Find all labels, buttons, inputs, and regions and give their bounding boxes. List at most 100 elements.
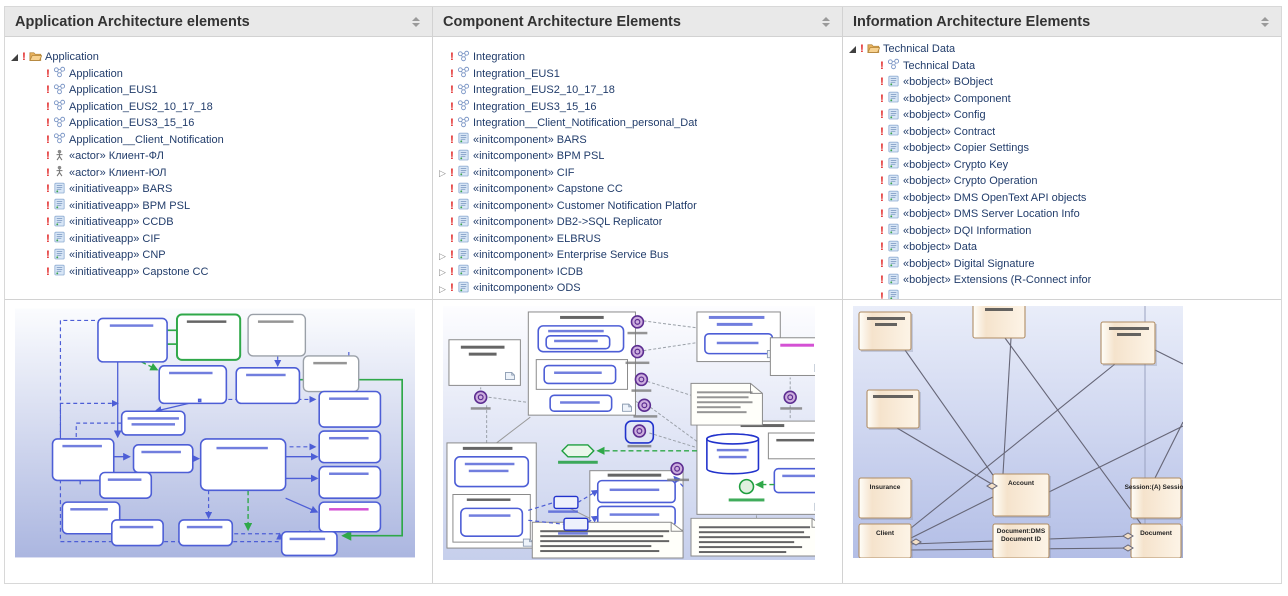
expander-icon[interactable] [437, 85, 448, 96]
expander-icon[interactable] [33, 167, 44, 178]
expander-icon[interactable] [437, 68, 448, 79]
tree-item[interactable]: ! Application_EUS1 [5, 82, 432, 99]
expander-icon[interactable] [437, 233, 448, 244]
expander-icon[interactable] [867, 77, 878, 88]
sort-icon[interactable] [412, 15, 422, 29]
tree-item[interactable]: ! «bobject» Config [843, 107, 1281, 124]
expander-icon[interactable]: ▷ [439, 168, 446, 179]
expander-icon[interactable] [33, 200, 44, 211]
tree-item[interactable]: ! «bobject» DQI Information [843, 223, 1281, 240]
expander-icon[interactable] [33, 233, 44, 244]
tree-item[interactable]: ! Integration__Client_Notification_perso… [433, 115, 842, 132]
tree-item[interactable]: ! «bobject» Copier Settings [843, 140, 1281, 157]
information-architecture-diagram-thumbnail[interactable]: Insurance Account Session:(A) Session Cl… [853, 306, 1183, 558]
sort-icon[interactable] [822, 15, 832, 29]
tree-item[interactable]: ! «initiativeapp» CIF [5, 231, 432, 248]
expander-icon[interactable] [33, 101, 44, 112]
tree-item[interactable]: ! «bobject» Data [843, 239, 1281, 256]
tree-item[interactable]: ! «initiativeapp» CNP [5, 247, 432, 264]
expander-icon[interactable] [867, 242, 878, 253]
expander-icon[interactable] [867, 225, 878, 236]
sort-icon[interactable] [1261, 15, 1271, 29]
expander-icon[interactable] [867, 209, 878, 220]
expander-icon[interactable] [867, 126, 878, 137]
tree-item[interactable]: ! Integration_EUS2_10_17_18 [433, 82, 842, 99]
expander-icon[interactable] [867, 291, 878, 299]
tree-item[interactable]: ▷ ! «initcomponent» CIF [433, 165, 842, 182]
tree-item[interactable]: ! «bobject» Digital Signature [843, 256, 1281, 273]
expander-icon[interactable] [437, 118, 448, 129]
tree-item[interactable]: ! «bobject» DMS Server Location Info [843, 206, 1281, 223]
expander-icon[interactable] [33, 250, 44, 261]
expander-icon[interactable] [867, 143, 878, 154]
application-architecture-diagram-thumbnail[interactable] [15, 306, 415, 560]
tree-item[interactable]: ! Application [5, 66, 432, 83]
expander-icon[interactable] [867, 60, 878, 71]
expander-icon[interactable] [437, 134, 448, 145]
tree-item[interactable]: ! «initiativeapp» CCDB [5, 214, 432, 231]
component-architecture-diagram-thumbnail[interactable] [443, 306, 815, 560]
tree-item[interactable]: ! «initcomponent» ELBRUS [433, 231, 842, 248]
expander-icon[interactable] [437, 151, 448, 162]
expander-icon[interactable] [867, 176, 878, 187]
expander-icon[interactable] [33, 85, 44, 96]
expander-icon[interactable]: ▷ [439, 283, 446, 294]
expander-icon[interactable] [437, 52, 448, 63]
tree-item[interactable]: ! «bobject» Crypto Operation [843, 173, 1281, 190]
tree-item[interactable]: ! «initcomponent» BPM PSL [433, 148, 842, 165]
expander-icon[interactable] [437, 217, 448, 228]
expander-icon[interactable] [33, 68, 44, 79]
tree-item[interactable]: ! «initcomponent» BARS [433, 132, 842, 149]
tree-item-label: «initcomponent» CIF [473, 166, 575, 179]
tree-item[interactable]: ! Technical Data [843, 41, 1281, 58]
tree-item[interactable]: ! Technical Data [843, 58, 1281, 75]
tree-item[interactable]: ▷ ! «initcomponent» ODS [433, 280, 842, 297]
expander-icon[interactable] [33, 184, 44, 195]
expander-icon[interactable] [437, 101, 448, 112]
expander-icon[interactable] [867, 258, 878, 269]
expander-icon[interactable] [847, 44, 858, 55]
tree-item[interactable]: ! Application__Client_Notification [5, 132, 432, 149]
expander-icon[interactable] [33, 266, 44, 277]
tree-item[interactable]: ! «initiativeapp» BARS [5, 181, 432, 198]
column-header-component[interactable]: Component Architecture Elements [433, 7, 843, 37]
tree-item[interactable]: ! «initiativeapp» Capstone CC [5, 264, 432, 281]
expander-icon[interactable] [867, 93, 878, 104]
expander-icon[interactable] [33, 151, 44, 162]
tree-item[interactable]: ! «initcomponent» Customer Notification … [433, 198, 842, 215]
expander-icon[interactable] [9, 52, 20, 63]
expander-icon[interactable] [867, 275, 878, 286]
tree-item[interactable]: ! «bobject» Contract [843, 124, 1281, 141]
tree-item[interactable]: ! «initiativeapp» BPM PSL [5, 198, 432, 215]
column-header-information[interactable]: Information Architecture Elements [843, 7, 1281, 37]
tree-item[interactable]: ! «initcomponent» Capstone CC [433, 181, 842, 198]
tree-item[interactable]: ! «actor» Клиент-ФЛ [5, 148, 432, 165]
tree-item[interactable]: ! «initcomponent» DB2->SQL Replicator [433, 214, 842, 231]
tree-item[interactable]: ! Integration_EUS3_15_16 [433, 99, 842, 116]
expander-icon[interactable]: ▷ [439, 250, 446, 261]
tree-item[interactable]: ! «bobject» Component [843, 91, 1281, 108]
expander-icon[interactable] [33, 134, 44, 145]
tree-item[interactable]: ▷ ! «initcomponent» ICDB [433, 264, 842, 281]
expander-icon[interactable]: ▷ [439, 267, 446, 278]
tree-item[interactable]: ! Application_EUS3_15_16 [5, 115, 432, 132]
expander-icon[interactable] [867, 159, 878, 170]
tree-item[interactable]: ! Integration_EUS1 [433, 66, 842, 83]
tree-item[interactable]: ! «bobject» Extensions (R-Connect infor [843, 272, 1281, 289]
expander-icon[interactable] [33, 217, 44, 228]
tree-item[interactable]: ! «bobject» BObject [843, 74, 1281, 91]
tree-item[interactable]: ! Application [5, 49, 432, 66]
expander-icon[interactable] [867, 192, 878, 203]
tree-item[interactable]: ! «bobject» Crypto Key [843, 157, 1281, 174]
tree-item[interactable]: ▷ ! «initcomponent» Enterprise Service B… [433, 247, 842, 264]
tree-item[interactable]: ! «bobject» DMS OpenText API objects [843, 190, 1281, 207]
expander-icon[interactable] [867, 110, 878, 121]
column-header-application[interactable]: Application Architecture elements [5, 7, 433, 37]
expander-icon[interactable] [33, 118, 44, 129]
expander-icon[interactable] [437, 200, 448, 211]
tree-item[interactable]: ! «actor» Клиент-ЮЛ [5, 165, 432, 182]
tree-item[interactable]: ! [843, 289, 1281, 299]
expander-icon[interactable] [437, 184, 448, 195]
tree-item[interactable]: ! Application_EUS2_10_17_18 [5, 99, 432, 116]
tree-item[interactable]: ! Integration [433, 49, 842, 66]
